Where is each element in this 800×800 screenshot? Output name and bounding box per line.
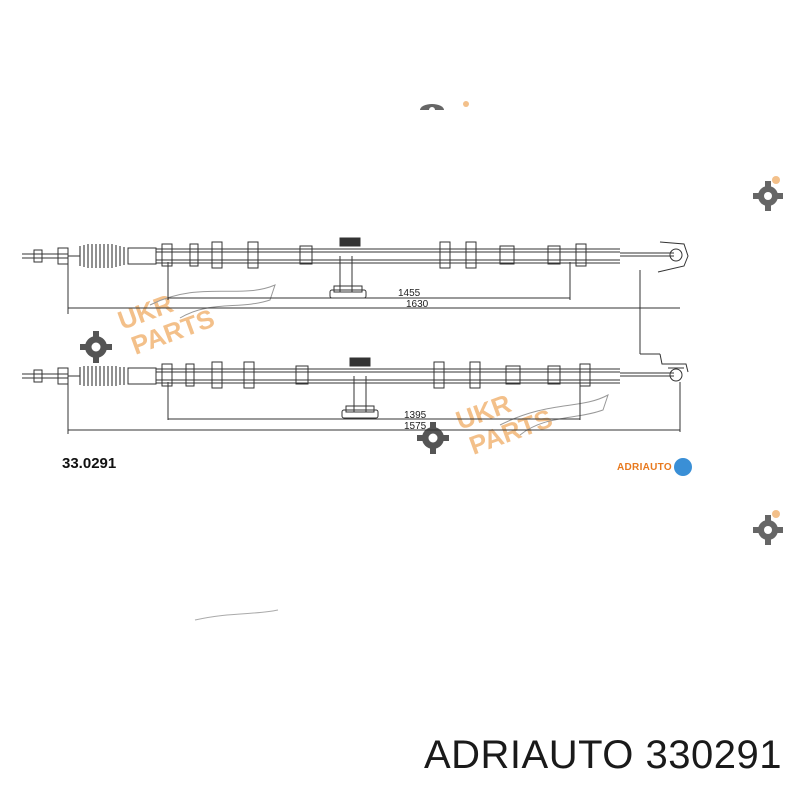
gear-icon: [420, 104, 444, 113]
watermark-swoosh: [499, 393, 609, 436]
dimension-inner-lower: 1395: [404, 410, 427, 421]
gear-icon: [753, 510, 783, 545]
part-number-label: 33.0291: [62, 455, 117, 472]
watermark-dot: [463, 101, 469, 107]
cable-lower: [22, 357, 684, 434]
gear-icon: [753, 176, 783, 211]
cable-upper: [22, 237, 689, 373]
gear-icon: [417, 422, 449, 454]
spring: [79, 366, 125, 386]
brand-logo-mark-icon: [674, 458, 692, 476]
spring: [79, 244, 125, 268]
watermark-swoosh: [194, 609, 279, 621]
watermark-upper: UKR PARTS: [114, 288, 219, 360]
dimension-inner-upper: 1455: [398, 288, 421, 299]
product-caption: ADRIAUTO 330291: [423, 733, 782, 777]
gear-icon: [80, 331, 112, 363]
brand-logo: ADRIAUTO: [617, 457, 692, 477]
brand-logo-text: ADRIAUTO: [617, 461, 672, 473]
dimension-outer-upper: 1630: [406, 299, 429, 310]
dimension-outer-lower: 1575: [404, 421, 427, 432]
watermark-swoosh: [149, 284, 276, 319]
